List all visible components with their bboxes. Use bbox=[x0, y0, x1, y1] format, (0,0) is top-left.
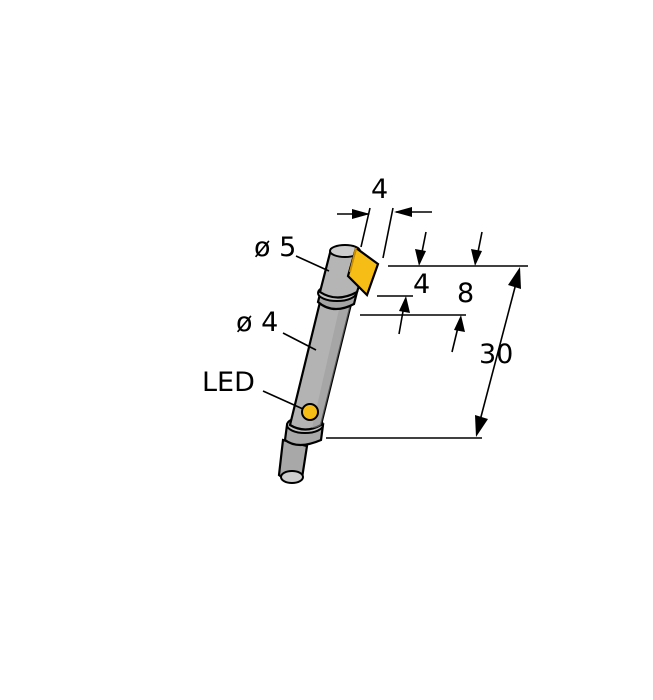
dim-total-length bbox=[475, 267, 521, 437]
label-total-length: 30 bbox=[479, 339, 513, 370]
dim-head-width bbox=[337, 207, 432, 259]
label-face-offset: 4 bbox=[413, 269, 430, 300]
label-head-width: 4 bbox=[371, 174, 388, 205]
dim-head-length bbox=[451, 231, 483, 353]
cable-end bbox=[280, 470, 304, 484]
leader-head-diameter bbox=[295, 255, 330, 272]
label-head-length: 8 bbox=[457, 278, 474, 309]
leader-shaft-diameter bbox=[282, 332, 317, 351]
dim-face-offset bbox=[398, 231, 427, 335]
label-led: LED bbox=[202, 367, 255, 398]
sensing-face-edge bbox=[349, 247, 357, 273]
shaft-shade bbox=[312, 304, 351, 428]
label-shaft-diameter: ø 4 bbox=[236, 307, 278, 338]
leader-led bbox=[262, 390, 304, 410]
led-indicator bbox=[301, 403, 319, 421]
label-head-diameter: ø 5 bbox=[254, 232, 296, 263]
sensor-body bbox=[277, 244, 380, 484]
